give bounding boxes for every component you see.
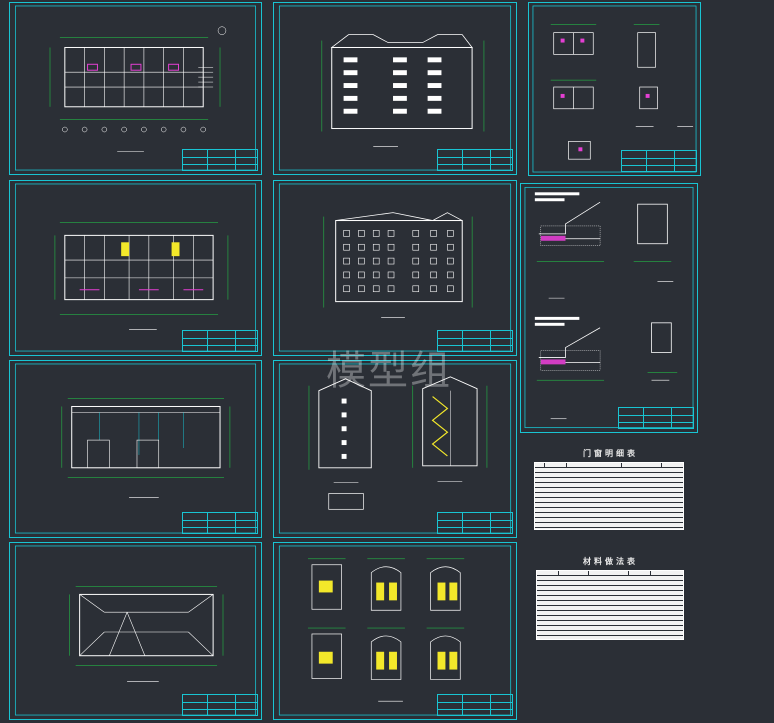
materials-schedule-title: 材料做法表 [583,557,638,566]
title-block [437,512,513,534]
roof-plan-drawing [14,363,257,534]
sheet-details-2[interactable] [520,183,698,433]
elevation-drawing [278,5,512,171]
sheet-roof-plan[interactable] [9,360,262,538]
title-block [182,512,258,534]
title-block [437,330,513,352]
sheet-floor-plan-2[interactable] [9,180,262,356]
title-block [182,330,258,352]
details-drawing [524,186,694,429]
title-block [437,149,513,171]
title-block [437,694,513,716]
doors-windows-schedule-title: 门窗明细表 [583,449,638,458]
details-drawing [532,5,697,173]
title-block [621,150,697,172]
floor-plan-drawing [14,183,257,352]
title-block [182,149,258,171]
materials-table [536,570,684,640]
roof-framing-drawing [14,545,257,716]
title-block [618,407,694,429]
sheet-south-elevation[interactable] [273,2,517,175]
sheet-side-elevation-section[interactable] [273,360,517,538]
sheet-stair-details[interactable] [273,542,517,720]
section-drawing [278,363,512,534]
watermark-text: 模型组 [326,348,452,394]
doors-windows-table [534,462,684,530]
sheet-details-1[interactable] [528,2,701,176]
sheet-north-elevation[interactable] [273,180,517,356]
elevation-drawing [278,183,512,352]
sheet-floor-plan-1[interactable] [9,2,262,175]
sheet-roof-framing[interactable] [9,542,262,720]
title-block [182,694,258,716]
floor-plan-drawing [15,5,256,171]
stair-details-drawing [278,545,512,716]
